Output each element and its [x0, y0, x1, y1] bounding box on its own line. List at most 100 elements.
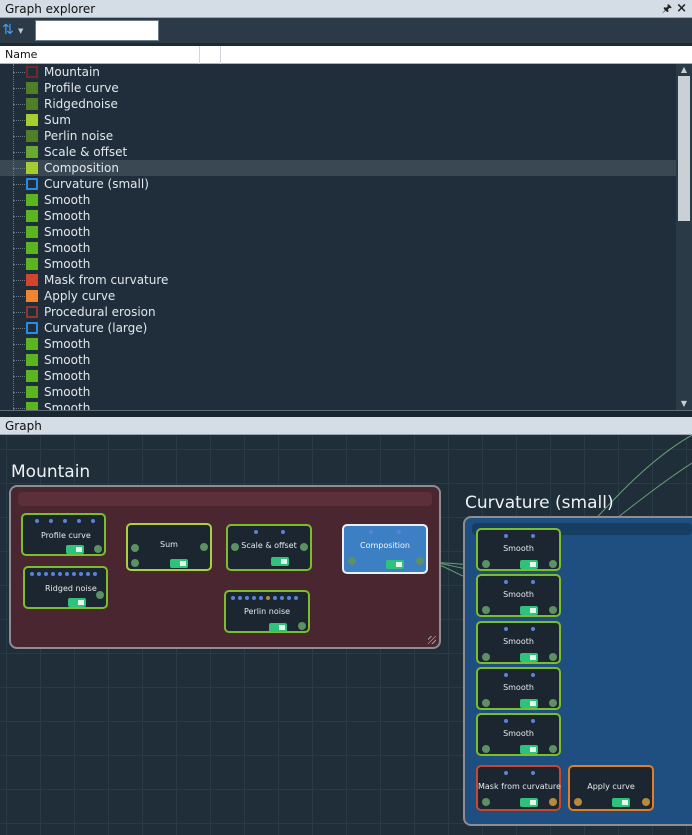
list-item[interactable]: Smooth — [0, 400, 676, 410]
list-item[interactable]: Curvature (small) — [0, 176, 676, 192]
node-profile-curve[interactable]: Profile curve — [21, 513, 106, 556]
input-pin[interactable] — [266, 596, 270, 600]
scroll-thumb[interactable] — [678, 76, 690, 221]
input-port[interactable] — [482, 606, 490, 614]
input-pin[interactable] — [245, 596, 249, 600]
output-port[interactable] — [549, 653, 557, 661]
input-port[interactable] — [482, 699, 490, 707]
list-item[interactable]: Procedural erosion — [0, 304, 676, 320]
vertical-scrollbar[interactable]: ▲ ▼ — [676, 64, 692, 410]
output-port[interactable] — [549, 745, 557, 753]
list-item[interactable]: Perlin noise — [0, 128, 676, 144]
input-pin[interactable] — [504, 673, 508, 677]
output-port[interactable] — [94, 545, 102, 553]
input-port[interactable] — [482, 745, 490, 753]
node-enable-toggle[interactable] — [520, 699, 538, 708]
list-item[interactable]: Smooth — [0, 368, 676, 384]
node-enable-toggle[interactable] — [520, 560, 538, 569]
input-pin[interactable] — [254, 530, 258, 534]
node-perlin-noise[interactable]: Perlin noise — [224, 590, 310, 633]
input-pin[interactable] — [72, 572, 76, 576]
node-enable-toggle[interactable] — [520, 606, 538, 615]
input-pin[interactable] — [58, 572, 62, 576]
node-enable-toggle[interactable] — [520, 798, 538, 807]
input-port[interactable] — [482, 560, 490, 568]
input-pin[interactable] — [531, 673, 535, 677]
input-pin[interactable] — [259, 596, 263, 600]
list-item[interactable]: Smooth — [0, 192, 676, 208]
list-item[interactable]: Mask from curvature — [0, 272, 676, 288]
input-pin[interactable] — [77, 519, 81, 523]
node-enable-toggle[interactable] — [68, 598, 86, 607]
output-port[interactable] — [642, 798, 650, 806]
input-pin[interactable] — [397, 530, 401, 534]
node-scale-offset[interactable]: Scale & offset — [226, 524, 312, 571]
input-pin[interactable] — [273, 596, 277, 600]
input-port[interactable] — [482, 653, 490, 661]
close-icon[interactable]: × — [676, 1, 687, 16]
list-item[interactable]: Apply curve — [0, 288, 676, 304]
input-pin[interactable] — [231, 596, 235, 600]
output-port[interactable] — [300, 543, 308, 551]
input-port[interactable] — [348, 557, 356, 565]
input-pin[interactable] — [504, 534, 508, 538]
node-enable-toggle[interactable] — [170, 559, 188, 568]
list-item[interactable]: Smooth — [0, 352, 676, 368]
node-enable-toggle[interactable] — [612, 798, 630, 807]
node-enable-toggle[interactable] — [386, 560, 404, 569]
input-pin[interactable] — [252, 596, 256, 600]
input-port[interactable] — [131, 544, 139, 552]
output-port[interactable] — [549, 560, 557, 568]
input-port[interactable] — [574, 798, 582, 806]
resize-grip-icon[interactable] — [428, 636, 436, 644]
input-pin[interactable] — [93, 572, 97, 576]
input-pin[interactable] — [49, 519, 53, 523]
node-composition[interactable]: Composition — [342, 524, 428, 574]
output-port[interactable] — [298, 622, 306, 630]
input-pin[interactable] — [91, 519, 95, 523]
node-smooth-2[interactable]: Smooth — [476, 574, 561, 617]
sort-button[interactable]: ⇅▼ — [2, 21, 30, 40]
list-item[interactable]: Ridgednoise — [0, 96, 676, 112]
input-pin[interactable] — [238, 596, 242, 600]
input-pin[interactable] — [294, 596, 298, 600]
input-pin[interactable] — [30, 572, 34, 576]
node-enable-toggle[interactable] — [520, 745, 538, 754]
panel-splitter[interactable] — [0, 410, 692, 417]
input-pin[interactable] — [531, 719, 535, 723]
list-item[interactable]: Curvature (large) — [0, 320, 676, 336]
input-pin[interactable] — [504, 771, 508, 775]
node-apply-curve[interactable]: Apply curve — [568, 765, 654, 811]
list-item[interactable]: Smooth — [0, 336, 676, 352]
output-port[interactable] — [200, 543, 208, 551]
input-pin[interactable] — [280, 596, 284, 600]
node-mask-from-curvature[interactable]: Mask from curvature — [476, 765, 561, 811]
list-item[interactable]: Sum — [0, 112, 676, 128]
search-input[interactable] — [35, 20, 159, 41]
node-enable-toggle[interactable] — [66, 545, 84, 554]
input-pin[interactable] — [531, 771, 535, 775]
node-enable-toggle[interactable] — [269, 623, 287, 632]
scroll-up-icon[interactable]: ▲ — [680, 65, 688, 74]
list-item[interactable]: Mountain — [0, 64, 676, 80]
list-item[interactable]: Smooth — [0, 224, 676, 240]
node-smooth-3[interactable]: Smooth — [476, 621, 561, 664]
input-pin[interactable] — [281, 530, 285, 534]
input-pin[interactable] — [79, 572, 83, 576]
input-port[interactable] — [482, 798, 490, 806]
graph-canvas[interactable]: Mountain Curvature (small) Profile curve… — [0, 435, 692, 835]
node-ridged-noise[interactable]: Ridged noise — [23, 566, 108, 609]
input-pin[interactable] — [63, 519, 67, 523]
input-pin[interactable] — [504, 719, 508, 723]
input-pin[interactable] — [37, 572, 41, 576]
pin-icon[interactable]: 🖈 — [661, 2, 672, 15]
list-item[interactable]: Smooth — [0, 384, 676, 400]
node-smooth-4[interactable]: Smooth — [476, 667, 561, 710]
list-item[interactable]: Smooth — [0, 208, 676, 224]
input-pin[interactable] — [44, 572, 48, 576]
output-port[interactable] — [549, 606, 557, 614]
output-port[interactable] — [549, 798, 557, 806]
column-header-name[interactable]: Name — [0, 46, 200, 64]
input-pin[interactable] — [51, 572, 55, 576]
